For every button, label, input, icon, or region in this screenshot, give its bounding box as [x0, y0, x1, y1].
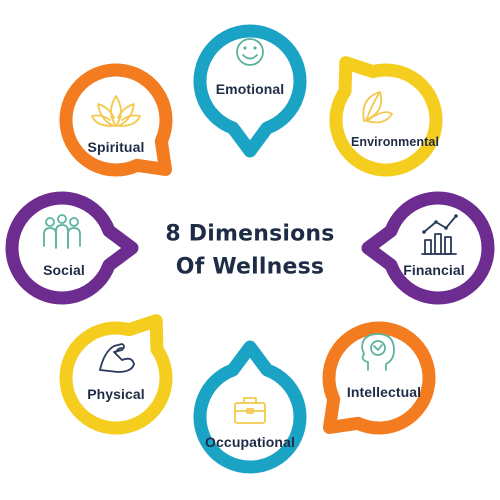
bubble-environmental [329, 56, 443, 177]
leaf-icon [362, 91, 393, 124]
center-title-line-2: Of Wellness [175, 254, 325, 280]
label-occupational: Occupational [205, 434, 295, 450]
label-physical: Physical [87, 386, 145, 402]
brain-head-icon [361, 333, 395, 371]
bubble-emotional [193, 24, 307, 158]
label-emotional: Emotional [215, 81, 285, 97]
bubble-occupational [193, 340, 307, 474]
bubble-spiritual [59, 63, 173, 177]
people-group-icon [43, 214, 81, 249]
bar-chart-icon [421, 214, 458, 255]
center-title-line-1: 8 Dimensions [165, 221, 335, 247]
bubble-social [5, 191, 139, 305]
lotus-icon [91, 95, 141, 127]
label-intellectual: Intellectual [346, 384, 422, 400]
bubble-financial [361, 191, 495, 305]
smiley-face-icon [236, 38, 264, 66]
bubble-physical [59, 314, 173, 435]
flexed-arm-icon [99, 343, 135, 373]
label-spiritual: Spiritual [87, 139, 145, 155]
label-financial: Financial [403, 262, 465, 278]
bubble-intellectual [322, 321, 436, 435]
label-environmental: Environmental [350, 135, 440, 149]
briefcase-icon [234, 397, 266, 424]
label-social: Social [43, 262, 85, 278]
